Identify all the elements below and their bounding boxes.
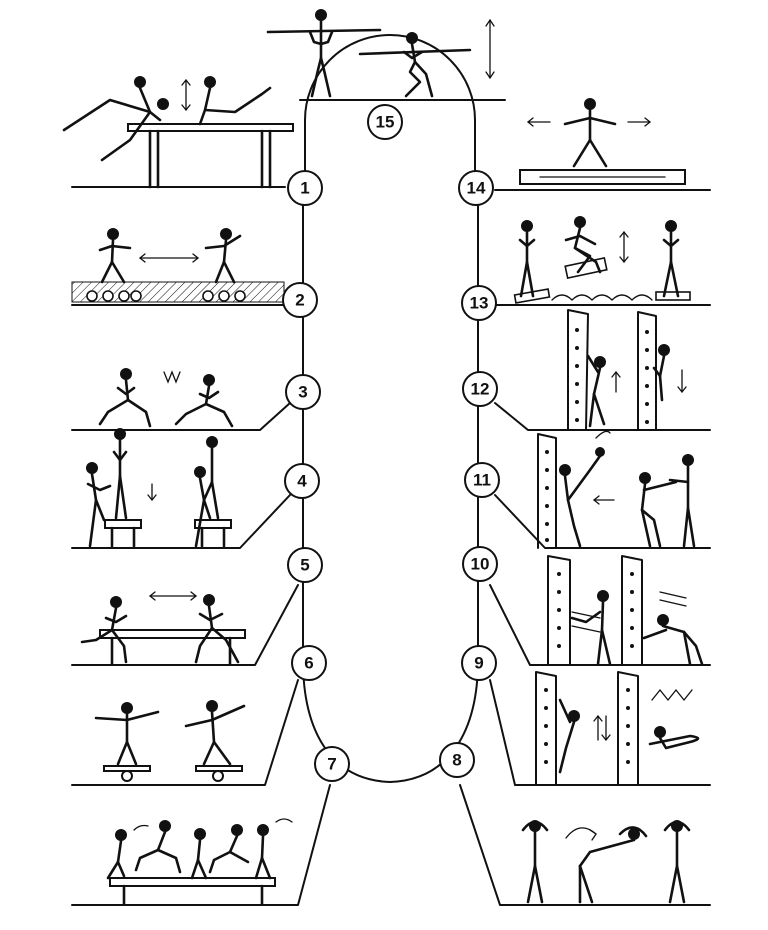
panel-7-ground [71, 784, 331, 906]
station-marker-1: 1 [287, 170, 323, 206]
station-number-7: 7 [327, 755, 336, 774]
station-marker-4: 4 [284, 463, 320, 499]
station-number-14: 14 [467, 179, 486, 198]
station-number-8: 8 [452, 751, 461, 770]
station-number-5: 5 [300, 556, 309, 575]
panel-11-ground [494, 494, 711, 549]
station-9-illustration [535, 671, 700, 786]
station-marker-7: 7 [314, 746, 350, 782]
station-14-illustration [519, 98, 686, 185]
station-number-15: 15 [376, 113, 395, 132]
station-marker-3: 3 [285, 374, 321, 410]
station-panels [71, 99, 711, 906]
station-11-illustration [537, 430, 696, 549]
station-marker-12: 12 [462, 371, 498, 407]
circuit-track [302, 34, 479, 783]
station-6-illustration [94, 700, 246, 782]
station-marker-9: 9 [461, 645, 497, 681]
station-15-illustration [266, 9, 495, 98]
panel-10-ground [489, 584, 711, 666]
station-number-4: 4 [297, 472, 307, 491]
station-number-11: 11 [473, 471, 491, 490]
station-3-illustration [98, 368, 234, 428]
panel-5-ground [71, 584, 299, 666]
station-marker-8: 8 [439, 742, 475, 778]
station-1-illustration [62, 76, 294, 189]
station-12-illustration [567, 309, 687, 431]
station-number-3: 3 [298, 383, 307, 402]
station-number-6: 6 [304, 654, 313, 673]
panel-12-ground [494, 402, 711, 431]
station-4-illustration [86, 428, 232, 548]
station-marker-5: 5 [287, 547, 323, 583]
station-number-10: 10 [471, 555, 490, 574]
station-2-illustration [71, 228, 285, 303]
station-number-12: 12 [471, 380, 490, 399]
station-marker-10: 10 [462, 546, 498, 582]
station-marker-2: 2 [282, 282, 318, 318]
station-number-1: 1 [300, 179, 309, 198]
station-13-illustration [513, 216, 691, 304]
station-marker-6: 6 [291, 645, 327, 681]
station-marker-11: 11 [464, 462, 500, 498]
station-number-13: 13 [470, 294, 489, 313]
station-marker-13: 13 [461, 285, 497, 321]
station-number-2: 2 [295, 291, 304, 310]
station-marker-15: 15 [367, 104, 403, 140]
track-bottom-arc [302, 659, 479, 783]
station-5-illustration [80, 591, 246, 666]
station-7-illustration [106, 818, 293, 906]
station-nodes: 15 1 14 2 13 3 12 4 11 5 10 6 9 7 8 [282, 104, 500, 782]
station-number-9: 9 [474, 654, 483, 673]
station-marker-14: 14 [458, 170, 494, 206]
panel-9-ground [489, 679, 711, 786]
panel-3-ground [71, 402, 291, 431]
panel-8-ground [459, 784, 711, 906]
panel-6-ground [71, 679, 299, 786]
station-10-illustration [547, 555, 704, 666]
panel-4-ground [71, 494, 291, 549]
station-8-illustration [521, 820, 691, 904]
